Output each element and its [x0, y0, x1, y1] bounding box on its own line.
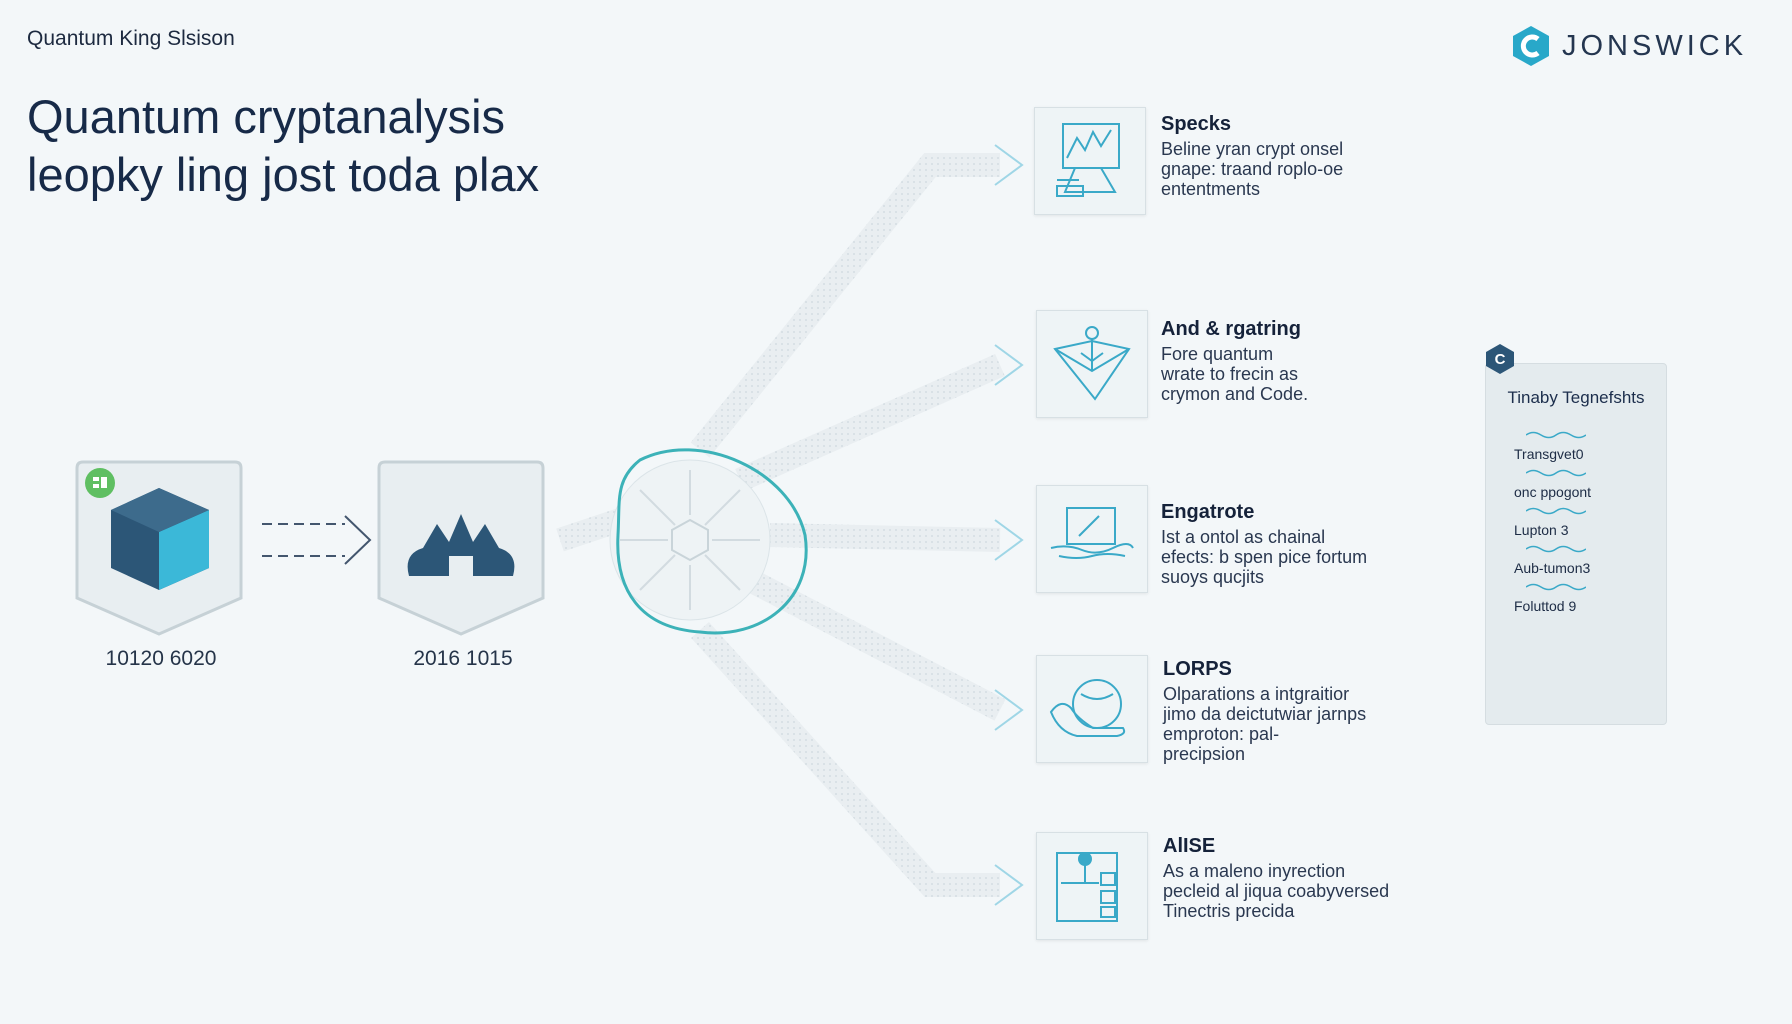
panel-item-2[interactable]: onc ppogont [1514, 484, 1592, 500]
item-3-desc-3: suoys qucjits [1161, 567, 1265, 587]
panel-list: Transgvet0 onc ppogont Lupton 3 Aub-tumo… [1514, 424, 1591, 614]
item-1-desc-2: gnape: traand roplo-oe [1161, 159, 1344, 179]
node-label-2: 2016 1015 [413, 647, 513, 670]
node-cloud-house[interactable] [375, 458, 547, 636]
item-title-1: Specks [1161, 113, 1232, 135]
panel-badge-letter: C [1495, 351, 1506, 368]
item-3: Engatrote Ist a ontol as chainal efects:… [1161, 501, 1451, 587]
hand-globe-icon [1049, 679, 1126, 737]
panel-title: Tinaby Tegnefshts [1507, 388, 1645, 407]
cube-icon [111, 488, 209, 590]
item-2-desc-2: wrate to frecin as [1161, 364, 1299, 384]
item-title-4: LORPS [1163, 658, 1232, 680]
item-icon-box-1[interactable] [1034, 107, 1146, 215]
logo-text: JONSWICK [1562, 29, 1748, 62]
item-4-desc-4: precipsion [1163, 744, 1246, 764]
item-title-2: And & rgatring [1161, 318, 1301, 340]
item-2: And & rgatring Fore quantum wrate to fre… [1161, 318, 1451, 404]
panel-item-5[interactable]: Foluttod 9 [1514, 598, 1577, 614]
badge-icon [85, 468, 115, 498]
item-title-3: Engatrote [1161, 501, 1255, 523]
item-5-desc-3: Tinectris precida [1163, 901, 1295, 921]
side-panel: Tinaby Tegnefshts Transgvet0 onc ppogont… [1485, 363, 1667, 725]
item-4: LORPS Olparations a intgraitior jimo da … [1163, 658, 1453, 764]
item-icon-box-3[interactable] [1036, 485, 1148, 593]
item-3-desc-1: Ist a ontol as chainal [1161, 527, 1326, 547]
brand-small-label: Quantum King Slsison [27, 27, 235, 50]
hub-shape [609, 448, 808, 635]
item-5-desc-1: As a maleno inyrection [1163, 861, 1346, 881]
item-3-desc-2: efects: b spen pice fortum [1161, 547, 1368, 567]
item-icon-box-2[interactable] [1036, 310, 1148, 418]
wave-icon [1526, 431, 1586, 439]
item-icon-box-4[interactable] [1036, 655, 1148, 763]
laptop-pen-icon [1050, 507, 1134, 559]
title-line-1: Quantum cryptanalysis [27, 90, 506, 143]
chart-monitor-icon [1056, 123, 1120, 197]
item-4-desc-2: jimo da deictutwiar jarnps [1163, 704, 1367, 724]
page-title: Quantum cryptanalysis leopky ling jost t… [27, 88, 667, 204]
wave-icon [1526, 469, 1586, 477]
logo: JONSWICK [1512, 25, 1747, 67]
cloud-house-icon [407, 514, 515, 576]
panel-item-3[interactable]: Lupton 3 [1514, 522, 1569, 538]
item-title-5: AlISE [1163, 835, 1216, 857]
item-4-desc-3: emproton: pal- [1163, 724, 1280, 744]
device-controls-icon [1056, 852, 1118, 922]
panel-item-1[interactable]: Transgvet0 [1514, 446, 1584, 462]
item-1-desc-1: Beline yran crypt onsel [1161, 139, 1344, 159]
item-1-desc-3: ententments [1161, 179, 1261, 199]
node-cube[interactable] [73, 458, 245, 636]
panel-badge-icon: C [1486, 344, 1514, 374]
panel-item-4[interactable]: Aub-tumon3 [1514, 560, 1591, 576]
wave-icon [1526, 545, 1586, 553]
wave-icon [1526, 583, 1586, 591]
item-2-desc-3: crymon and Code. [1161, 384, 1309, 404]
item-4-desc-1: Olparations a intgraitior [1163, 684, 1350, 704]
diamond-network-icon [1053, 326, 1131, 401]
node-label-1: 10120 6020 [105, 647, 217, 670]
wave-icon [1526, 507, 1586, 515]
item-5-desc-2: pecleid al jiqua coabyversed [1163, 881, 1390, 901]
hexagon-logo-icon [1513, 26, 1549, 66]
item-1: Specks Beline yran crypt onsel gnape: tr… [1161, 113, 1451, 199]
item-2-desc-1: Fore quantum [1161, 344, 1274, 364]
item-5: AlISE As a maleno inyrection pecleid al … [1163, 835, 1453, 921]
title-line-2: leopky ling jost toda plax [27, 148, 540, 201]
item-icon-box-5[interactable] [1036, 832, 1148, 940]
